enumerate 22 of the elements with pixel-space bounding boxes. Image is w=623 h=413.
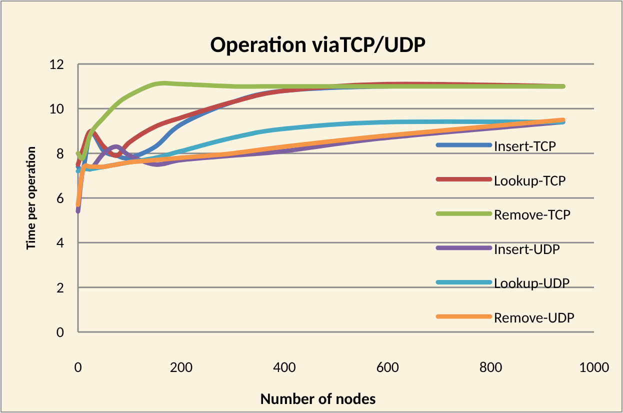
x-axis-title: Number of nodes [260, 390, 376, 409]
y-tick-label: 12 [48, 56, 64, 74]
y-tick-label: 0 [56, 324, 64, 342]
x-tick-label: 1000 [578, 359, 610, 377]
y-tick-label: 8 [56, 145, 64, 164]
y-tick-label: 10 [48, 100, 64, 119]
x-tick-label: 200 [170, 359, 193, 377]
legend-label: Lookup-UDP [494, 275, 570, 294]
x-tick-label: 0 [74, 359, 82, 377]
legend-label: Lookup-TCP [494, 172, 566, 190]
y-tick-label: 6 [56, 190, 64, 208]
x-tick-label: 400 [273, 359, 296, 377]
x-tick-label: 800 [479, 359, 502, 377]
legend-label: Insert-TCP [494, 138, 556, 156]
x-tick-label: 600 [376, 359, 399, 377]
y-tick-label: 4 [56, 234, 64, 253]
legend-label: Remove-UDP [494, 310, 574, 328]
y-axis-title: Time per operation [24, 146, 39, 250]
chart-title: Operation viaTCP/UDP [210, 31, 426, 59]
y-tick-label: 2 [56, 279, 64, 298]
legend-label: Insert-UDP [494, 240, 560, 259]
legend-label: Remove-TCP [494, 206, 571, 225]
